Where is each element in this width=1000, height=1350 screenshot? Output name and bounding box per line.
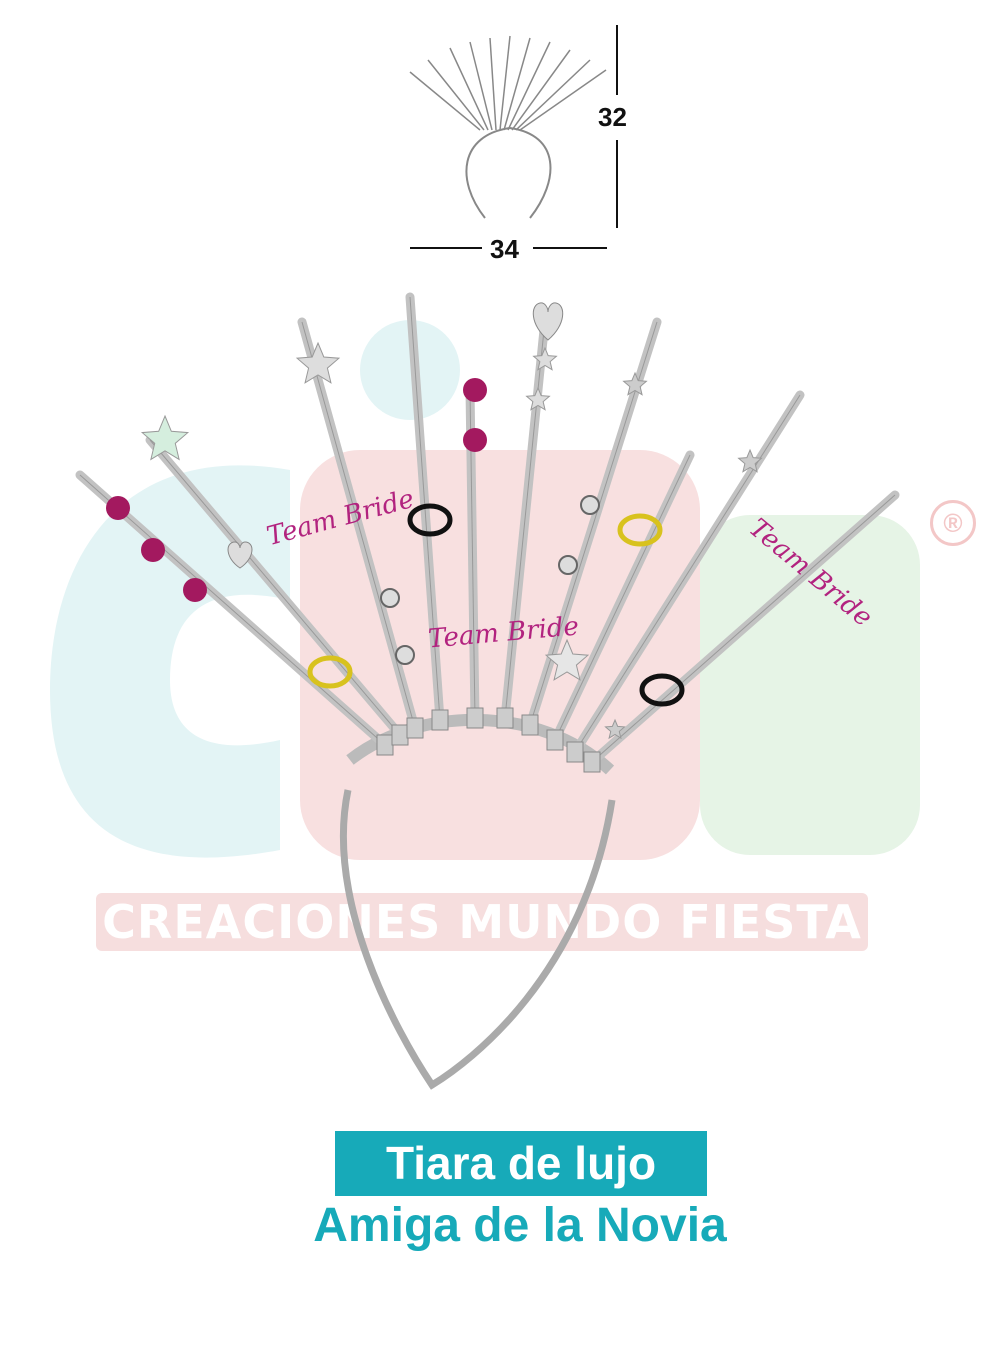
spike-clip — [466, 707, 484, 729]
ring-charm — [639, 673, 685, 707]
star-charm — [525, 386, 551, 411]
diagram-spike — [449, 47, 489, 131]
star-charm — [622, 371, 648, 396]
brand-name-text: CREACIONES MUNDO FIESTA — [102, 895, 862, 949]
diagram-spike — [469, 41, 493, 131]
brand-banner — [96, 893, 868, 951]
ring-charm — [617, 513, 663, 547]
watermark-letter-c — [50, 465, 290, 858]
gem-bead — [580, 495, 600, 515]
tiara-spike-edge — [574, 394, 801, 753]
tiara-spike-edge — [79, 474, 386, 746]
diagram-spike — [519, 69, 607, 131]
heart-charm — [532, 302, 564, 341]
diagram-spike — [511, 49, 571, 131]
star-charm — [295, 341, 341, 384]
ring-charm — [407, 503, 453, 537]
tiara-spike-edge — [591, 494, 896, 763]
spike-clip — [376, 734, 394, 756]
star-charm — [737, 448, 763, 473]
diagram-spike — [515, 59, 591, 131]
product-subtitle: Amiga de la Novia — [313, 1199, 727, 1252]
width-dimension-label: 34 — [490, 234, 519, 264]
diagram-spike — [507, 41, 551, 131]
tiara-spike-edge — [301, 321, 416, 729]
diagram-spike — [499, 35, 511, 131]
spike-clip — [583, 751, 601, 773]
diagram-spike — [489, 37, 497, 131]
heart-charm — [227, 541, 253, 569]
dimension-diagram — [409, 25, 618, 249]
tiara-spike-edge — [149, 439, 401, 736]
spike-clip — [406, 717, 424, 739]
watermark-dot — [360, 320, 460, 420]
magenta-bead — [183, 578, 207, 602]
gem-bead — [380, 588, 400, 608]
registered-mark: ® — [930, 500, 976, 546]
product-title: Tiara de lujo — [335, 1131, 707, 1196]
tiara-spike-edge — [554, 454, 691, 741]
watermark-letter-f — [700, 515, 920, 855]
star-charm — [532, 346, 558, 371]
star-charm — [140, 414, 190, 461]
diagram-spike — [503, 37, 531, 131]
gem-bead — [558, 555, 578, 575]
star-charm — [544, 638, 590, 681]
spike-clip — [496, 707, 514, 729]
gem-bead — [395, 645, 415, 665]
tiara-spike-edge — [504, 319, 546, 719]
tiara-product-image — [75, 292, 900, 1090]
spike-clip — [391, 724, 409, 746]
diagram-headband — [465, 126, 552, 219]
magenta-bead — [106, 496, 130, 520]
spike-clip — [431, 709, 449, 731]
spike-clip — [521, 714, 539, 736]
spike-clip — [546, 729, 564, 751]
star-charm — [604, 718, 626, 740]
spike-clip — [566, 741, 584, 763]
magenta-bead — [463, 378, 487, 402]
height-dimension-label: 32 — [598, 102, 627, 132]
headband — [340, 789, 616, 1090]
ring-charm — [307, 655, 353, 689]
diagram-spike — [409, 71, 481, 131]
magenta-bead — [463, 428, 487, 452]
magenta-bead — [141, 538, 165, 562]
diagram-spike — [427, 59, 485, 131]
